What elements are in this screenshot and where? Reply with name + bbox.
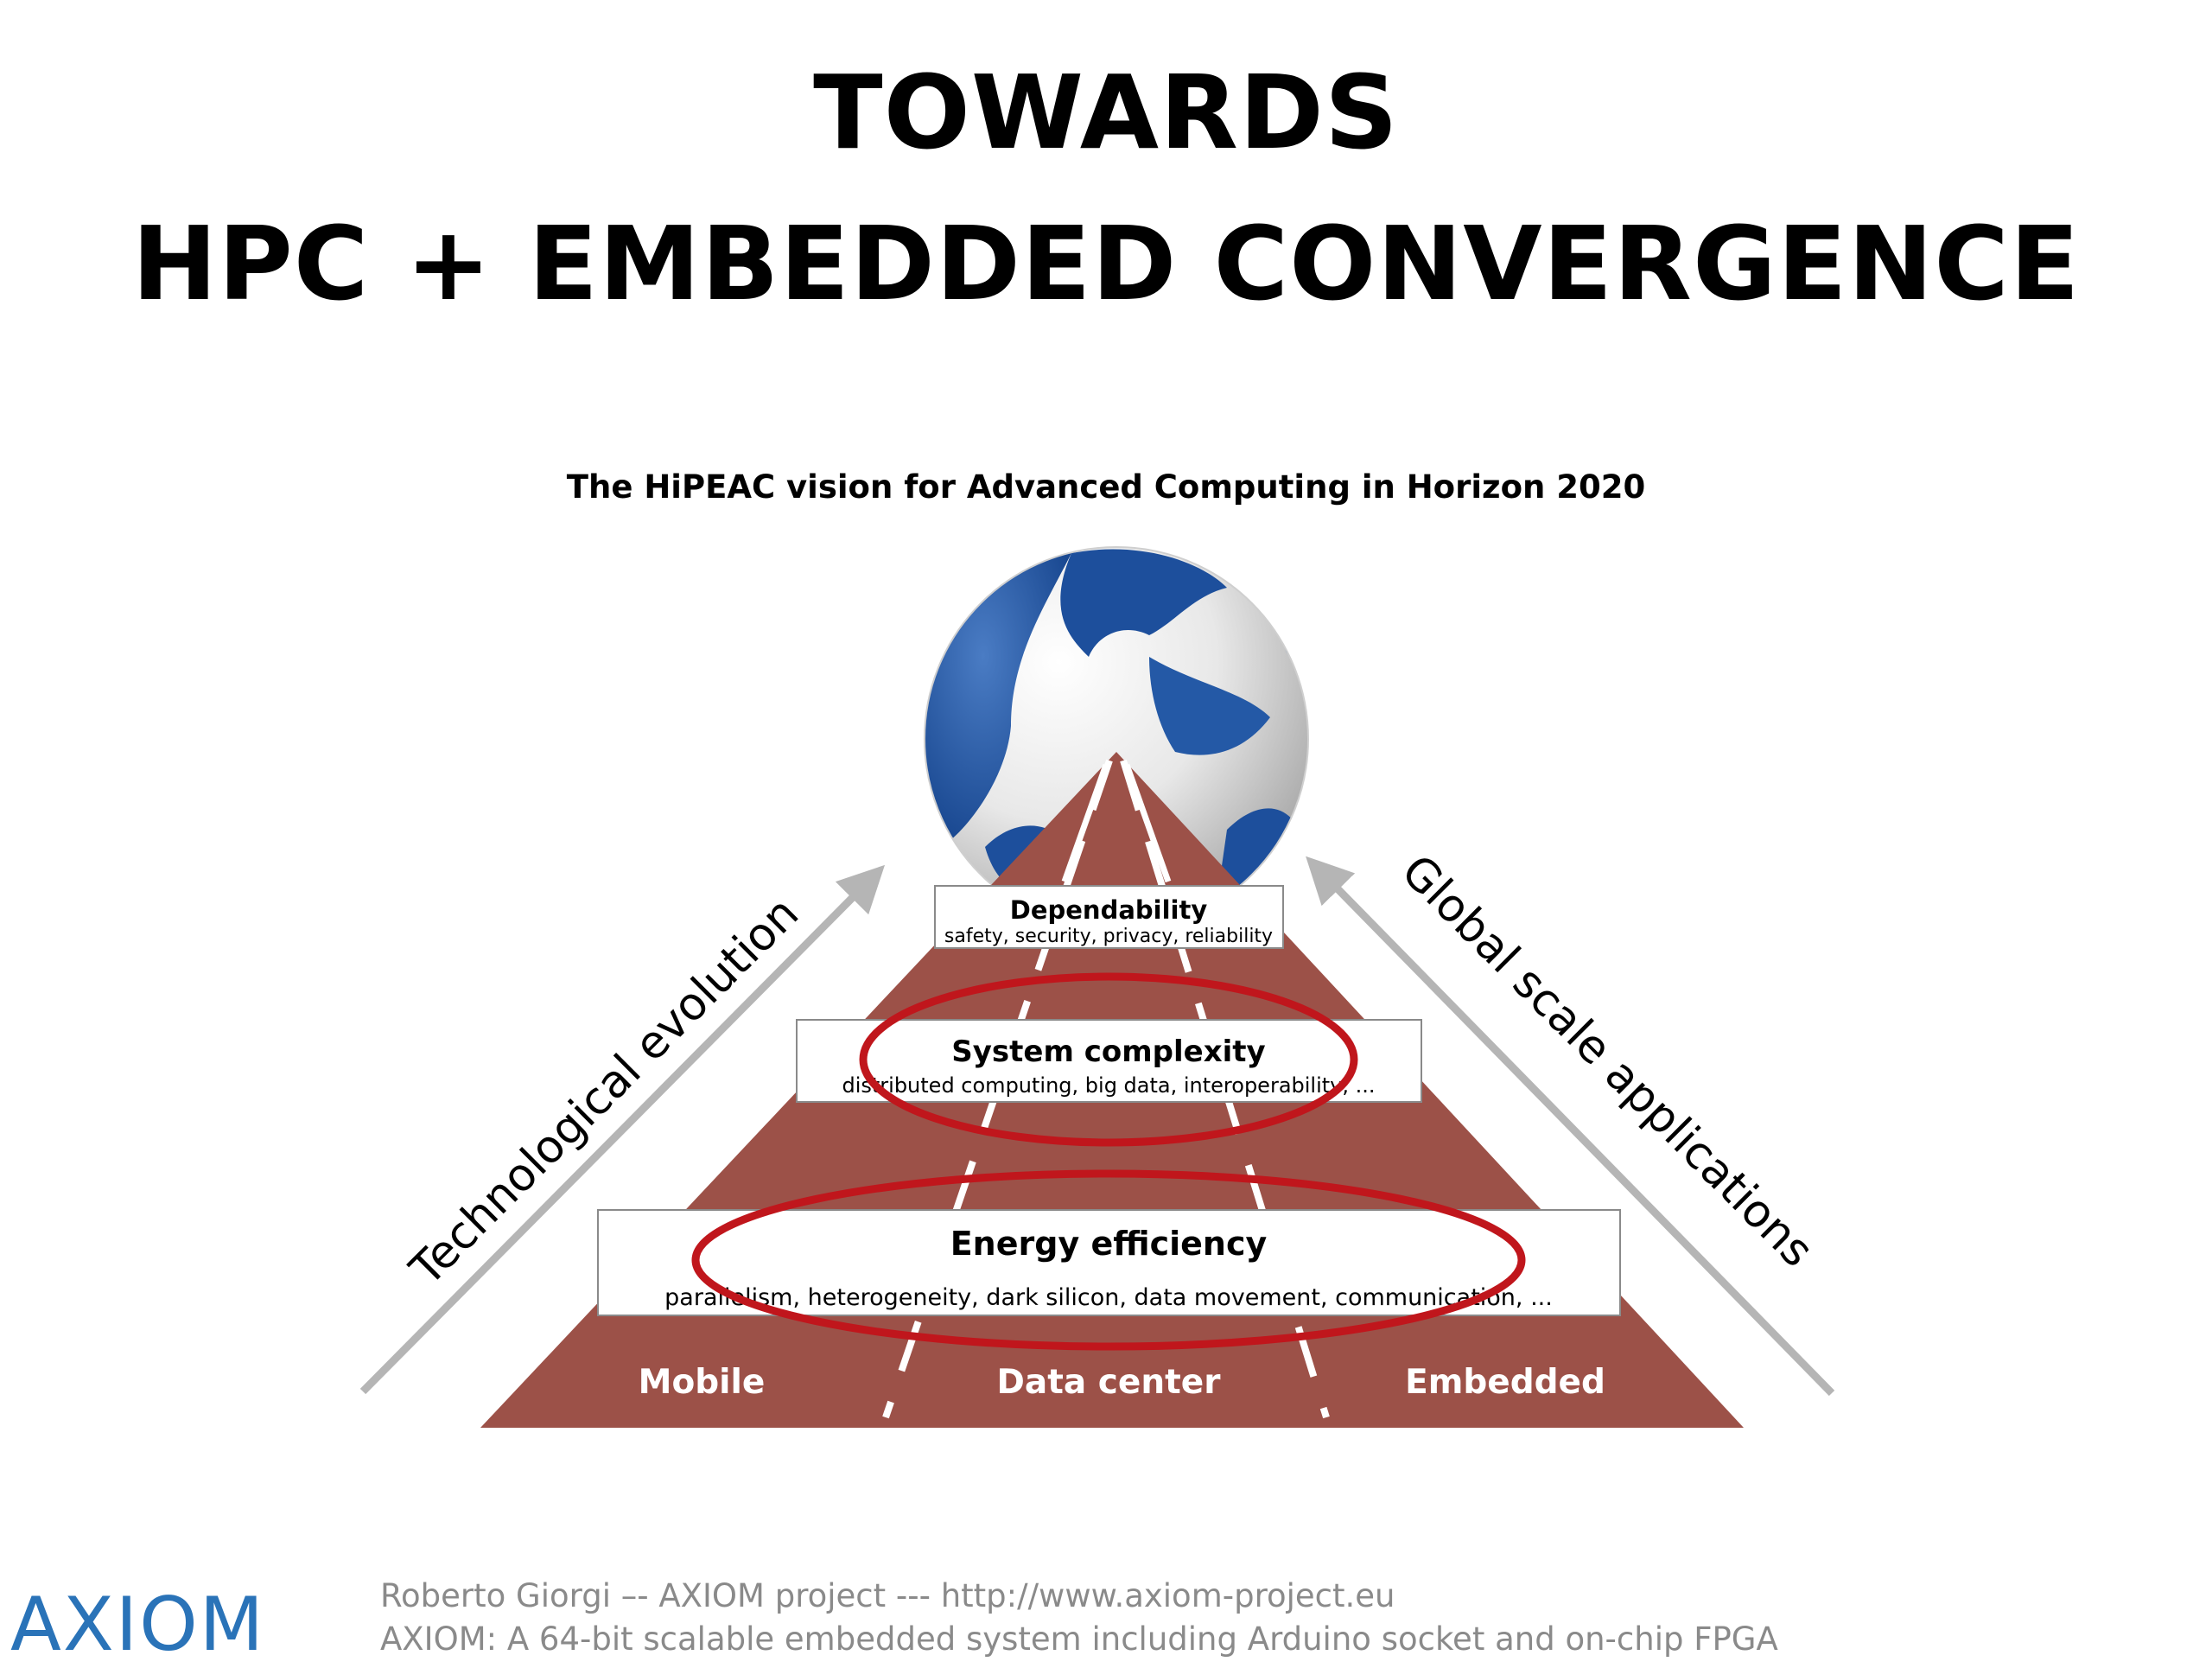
- highlight-ellipse-energy-efficiency: [691, 1169, 1526, 1351]
- right-arrow: [1306, 856, 1835, 1397]
- base-label-data-center: Data center: [997, 1363, 1222, 1402]
- tier-energy-efficiency: Energy efficiency parallelism, heterogen…: [597, 1209, 1621, 1316]
- tier-energy-efficiency-detail: parallelism, heterogeneity, dark silicon…: [664, 1284, 1553, 1311]
- highlight-ellipse-system-complexity: [859, 972, 1358, 1147]
- tier-dependability-detail: safety, security, privacy, reliability: [944, 926, 1273, 947]
- axiom-logo-icon: AXIOM: [10, 1582, 266, 1668]
- left-arrow: [359, 864, 886, 1395]
- footer-line-1: Roberto Giorgi –- AXIOM project --- http…: [380, 1577, 1395, 1614]
- base-label-mobile: Mobile: [639, 1363, 766, 1402]
- tier-system-complexity: System complexity distributed computing,…: [796, 1019, 1422, 1103]
- tier-system-complexity-detail: distributed computing, big data, interop…: [842, 1073, 1375, 1098]
- tier-dependability: Dependability safety, security, privacy,…: [934, 885, 1284, 949]
- tier-dependability-heading: Dependability: [1010, 895, 1208, 925]
- base-label-embedded: Embedded: [1405, 1363, 1605, 1402]
- figure-caption: The HiPEAC vision for Advanced Computing…: [566, 468, 1646, 506]
- slide-title-line-2: HPC + EMBEDDED CONVERGENCE: [131, 204, 2081, 323]
- footer-line-2: AXIOM: A 64-bit scalable embedded system…: [380, 1620, 1778, 1658]
- tier-energy-efficiency-heading: Energy efficiency: [950, 1225, 1268, 1263]
- slide-title-line-1: TOWARDS: [813, 53, 1399, 172]
- footer: Roberto Giorgi –- AXIOM project --- http…: [380, 1575, 1778, 1661]
- tier-system-complexity-heading: System complexity: [951, 1035, 1265, 1069]
